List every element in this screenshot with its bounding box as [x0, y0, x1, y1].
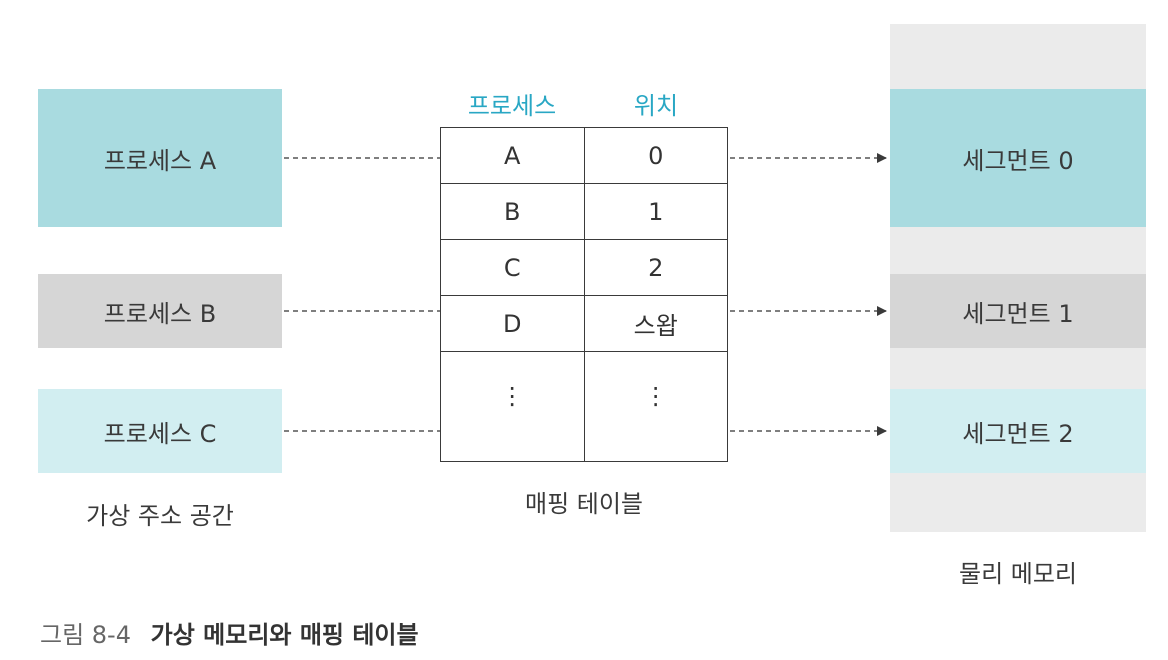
table-row: A 0	[440, 127, 728, 184]
process-c-label: 프로세스 C	[103, 419, 217, 448]
segment-1-label: 세그먼트 1	[962, 299, 1074, 328]
table-cell-process: A	[440, 127, 585, 184]
segment-0-box: 세그먼트 0	[890, 89, 1146, 227]
table-row: B 1	[440, 183, 728, 240]
table-cell-ellipsis: ⋮	[583, 351, 728, 462]
process-b-label: 프로세스 B	[103, 299, 217, 328]
physical-memory-caption: 물리 메모리	[958, 560, 1078, 588]
table-header-location: 위치	[633, 92, 679, 120]
mapping-table-caption: 매핑 테이블	[524, 490, 644, 518]
table-cell-process: D	[440, 295, 585, 352]
mapping-table: A 0 B 1 C 2 D 스왑 ⋮ ⋮	[440, 127, 728, 462]
table-row: D 스왑	[440, 295, 728, 352]
table-header-process: 프로세스	[467, 92, 557, 120]
table-cell-location: 스왑	[583, 295, 728, 352]
table-cell-process: C	[440, 239, 585, 296]
process-b-box: 프로세스 B	[38, 274, 282, 348]
virtual-space-caption: 가상 주소 공간	[86, 502, 234, 530]
figure-number: 그림 8-4	[40, 621, 131, 649]
process-a-box: 프로세스 A	[38, 89, 282, 227]
segment-2-box: 세그먼트 2	[890, 389, 1146, 473]
table-cell-location: 1	[583, 183, 728, 240]
table-row: C 2	[440, 239, 728, 296]
figure-title: 가상 메모리와 매핑 테이블	[150, 621, 419, 649]
segment-0-label: 세그먼트 0	[962, 146, 1074, 175]
figure-caption: 그림 8-4 가상 메모리와 매핑 테이블	[40, 615, 419, 650]
table-cell-location: 2	[583, 239, 728, 296]
process-a-label: 프로세스 A	[103, 146, 217, 175]
table-cell-location: 0	[583, 127, 728, 184]
segment-1-box: 세그먼트 1	[890, 274, 1146, 348]
segment-2-label: 세그먼트 2	[962, 419, 1074, 448]
table-row: ⋮ ⋮	[440, 351, 728, 462]
table-cell-ellipsis: ⋮	[440, 351, 585, 462]
process-c-box: 프로세스 C	[38, 389, 282, 473]
